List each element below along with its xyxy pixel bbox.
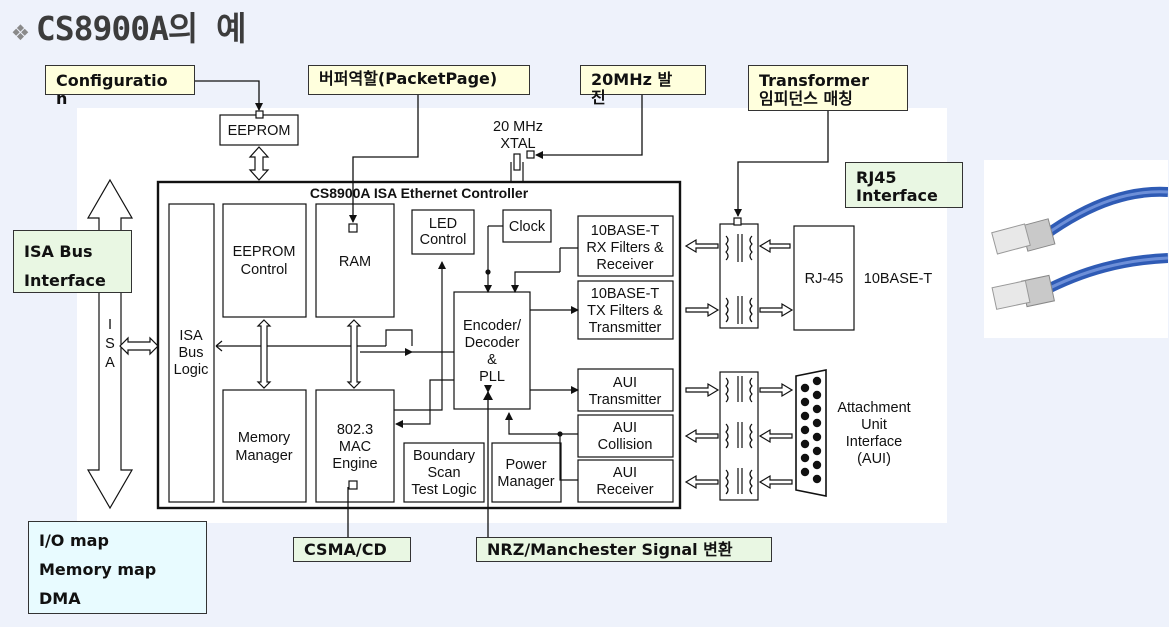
boundary-scan-label: Scan <box>427 465 460 481</box>
boundary-scan-block <box>403 442 485 503</box>
diamond-bullet-icon: ❖ <box>12 14 29 47</box>
note-nrz-manchester: NRZ/Manchester Signal 변환 <box>476 537 772 562</box>
transformer-aui <box>719 371 759 501</box>
isa-letter: A <box>105 355 115 371</box>
eeprom-link-arrow <box>248 146 270 181</box>
isa-letter: I <box>108 317 112 333</box>
memory-manager-label: Manager <box>235 448 292 464</box>
crystal-symbol <box>513 153 521 171</box>
transformer-10baset <box>719 223 759 329</box>
aui-interface-label: Unit <box>861 417 887 433</box>
boundary-scan-label: Test Logic <box>411 482 476 498</box>
aui-tx-label: Transmitter <box>589 392 662 408</box>
encoder-label: Decoder <box>465 335 520 351</box>
note-configuration: Configuratio n <box>45 65 195 108</box>
note-20mhz-oscillator: 20MHz 발 진 <box>580 65 706 107</box>
mac-engine-label: 802.3 <box>337 422 373 438</box>
aui-col-block <box>577 414 674 458</box>
controller-frame <box>156 180 682 510</box>
encoder-label: & <box>487 352 497 368</box>
encoder-label: Encoder/ <box>463 318 522 334</box>
mac-engine-label: Engine <box>332 456 377 472</box>
aui-tx-label: AUI <box>613 375 637 391</box>
aui-rx-block <box>577 459 674 503</box>
aui-rx-label: AUI <box>613 465 637 481</box>
memory-manager-block <box>222 389 307 503</box>
note-io-memory-map: I/O map Memory map DMA <box>28 521 207 614</box>
rj45-block-label: RJ-45 <box>805 271 844 287</box>
rj45-block <box>793 225 855 331</box>
isa-bus-logic-label: Bus <box>179 345 204 361</box>
aui-interface-label: Interface <box>846 434 902 450</box>
ram-block <box>315 203 395 318</box>
eeprom-chip <box>219 114 299 146</box>
tenbaset-label: 10BASE-T <box>864 271 933 287</box>
aui-connector-icon <box>795 369 827 497</box>
note-isa-bus-interface: ISA Bus Interface <box>13 230 132 293</box>
mac-engine-label: MAC <box>339 439 371 455</box>
page-title: ❖CS8900A의 예 <box>12 2 247 50</box>
isa-bus-logic-label: ISA <box>179 328 203 344</box>
memory-manager-label: Memory <box>238 430 291 446</box>
title-text: CS8900A의 예 <box>35 9 247 48</box>
isa-bus-logic-label: Logic <box>174 362 209 378</box>
aui-interface-label: (AUI) <box>857 451 891 467</box>
eeprom-label: EEPROM <box>228 123 291 139</box>
encoder-block <box>453 291 531 410</box>
encoder-label: PLL <box>479 369 505 385</box>
aui-interface-label: Attachment <box>837 400 910 416</box>
eeprom-control-block <box>222 203 307 318</box>
xtal-label: XTAL <box>500 136 535 152</box>
note-buffer-packetpage: 버퍼역할(PacketPage) <box>308 65 530 95</box>
eeprom-control-label: Control <box>241 262 288 278</box>
isa-letter: S <box>105 336 115 352</box>
power-manager-block <box>491 442 562 503</box>
aui-col-label: Collision <box>598 437 653 453</box>
led-control-label: Control <box>420 232 467 248</box>
rj45-cable-photo <box>984 160 1169 338</box>
tx-label: Transmitter <box>589 320 662 336</box>
rx-label: Receiver <box>596 257 653 273</box>
power-manager-label: Power <box>505 457 546 473</box>
isa-bus-logic-block <box>168 203 215 503</box>
rx-filter-block <box>577 215 674 277</box>
isa-link-arrow <box>119 336 159 356</box>
note-transformer: Transformer 임피던스 매칭 <box>748 65 908 111</box>
note-csma-cd: CSMA/CD <box>293 537 411 562</box>
xtal-freq-label: 20 MHz <box>493 119 543 135</box>
controller-title: CS8900A ISA Ethernet Controller <box>310 185 529 201</box>
led-control-label: LED <box>429 216 457 232</box>
power-manager-label: Manager <box>497 474 554 490</box>
note-rj45-interface: RJ45 Interface <box>845 162 963 208</box>
tx-label: 10BASE-T <box>591 286 660 302</box>
boundary-scan-label: Boundary <box>413 448 476 464</box>
aui-rx-label: Receiver <box>596 482 653 498</box>
led-control-block <box>411 209 475 255</box>
mac-engine-block <box>315 389 395 503</box>
aui-col-label: AUI <box>613 420 637 436</box>
tx-label: TX Filters & <box>587 303 663 319</box>
clock-label: Clock <box>509 219 546 235</box>
rx-label: 10BASE-T <box>591 223 660 239</box>
rx-label: RX Filters & <box>586 240 664 256</box>
eeprom-control-label: EEPROM <box>233 244 296 260</box>
ram-label: RAM <box>339 254 371 270</box>
